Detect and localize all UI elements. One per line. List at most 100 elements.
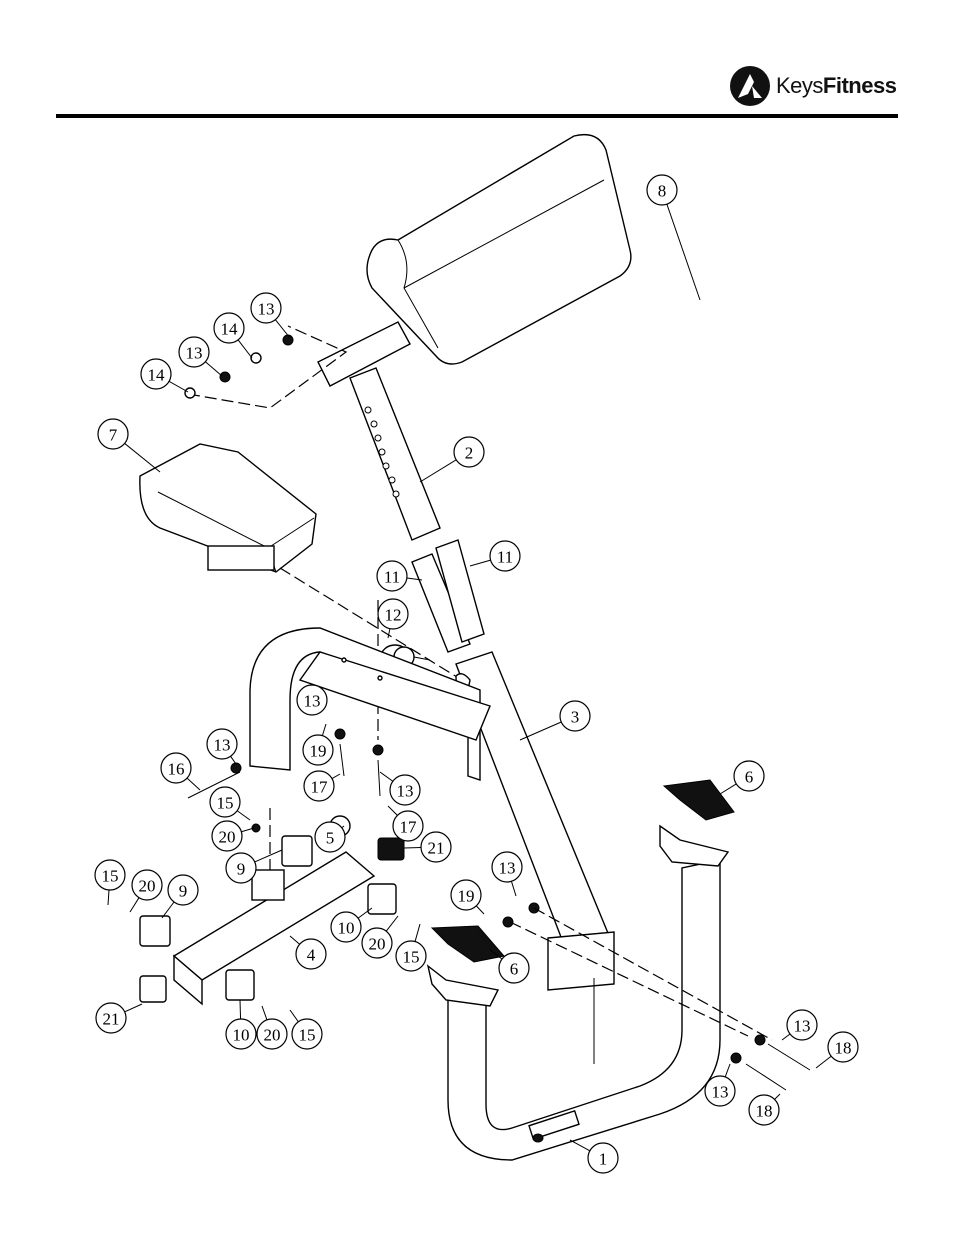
callout-part-17: 17 bbox=[388, 806, 423, 841]
callout-leader bbox=[290, 936, 300, 944]
callout-label: 18 bbox=[835, 1039, 852, 1058]
callout-leader bbox=[404, 847, 421, 848]
post-sleeve-inserts bbox=[412, 540, 484, 652]
callout-part-14: 14 bbox=[214, 313, 252, 358]
callout-leader bbox=[322, 724, 326, 736]
callout-leader bbox=[380, 772, 393, 781]
callout-part-6: 6 bbox=[490, 950, 529, 983]
arm-pad-post bbox=[350, 368, 440, 540]
callout-leader bbox=[332, 774, 340, 779]
callout-label: 2 bbox=[465, 444, 474, 463]
callout-part-1: 1 bbox=[570, 1140, 618, 1173]
callout-label: 14 bbox=[221, 320, 239, 339]
callout-part-15: 15 bbox=[396, 924, 426, 971]
callout-leader bbox=[667, 204, 700, 300]
callout-label: 13 bbox=[304, 692, 321, 711]
callout-part-17: 17 bbox=[304, 771, 340, 801]
callout-label: 15 bbox=[217, 794, 234, 813]
callout-part-6: 6 bbox=[720, 761, 764, 794]
callout-part-21: 21 bbox=[96, 1003, 142, 1033]
callout-label: 12 bbox=[385, 606, 402, 625]
callout-leader bbox=[205, 362, 222, 376]
callout-part-13: 13 bbox=[251, 293, 290, 338]
callout-part-16: 16 bbox=[161, 753, 200, 790]
callout-leader bbox=[520, 722, 561, 740]
callout-part-5: 5 bbox=[315, 822, 345, 852]
callout-part-9: 9 bbox=[162, 875, 198, 918]
callout-part-18: 18 bbox=[816, 1032, 858, 1068]
callout-label: 13 bbox=[186, 344, 203, 363]
callout-label: 21 bbox=[428, 839, 445, 858]
callout-label: 6 bbox=[745, 768, 754, 787]
callout-leader bbox=[420, 460, 456, 482]
callout-label: 10 bbox=[338, 919, 355, 938]
callout-label: 13 bbox=[214, 736, 231, 755]
callout-label: 17 bbox=[400, 818, 418, 837]
callout-label: 10 bbox=[233, 1026, 250, 1045]
callout-label: 18 bbox=[756, 1102, 773, 1121]
callout-leader bbox=[388, 629, 390, 638]
callout-part-15: 15 bbox=[290, 1010, 322, 1049]
callout-leader bbox=[125, 1004, 142, 1012]
callout-label: 20 bbox=[264, 1026, 281, 1045]
callout-part-13: 13 bbox=[782, 1010, 817, 1040]
arm-pad bbox=[318, 135, 631, 386]
callout-leader bbox=[262, 1006, 267, 1020]
callout-label: 21 bbox=[103, 1010, 120, 1029]
callout-label: 13 bbox=[258, 300, 275, 319]
callout-part-2: 2 bbox=[420, 437, 484, 482]
callout-part-12: 12 bbox=[378, 599, 408, 638]
seat-pad bbox=[140, 444, 316, 572]
callout-leader bbox=[816, 1056, 831, 1068]
callout-leader bbox=[415, 924, 420, 942]
callout-leader bbox=[231, 756, 236, 764]
callout-leader bbox=[290, 1010, 298, 1022]
callout-label: 20 bbox=[139, 877, 156, 896]
callout-part-19: 19 bbox=[303, 724, 333, 765]
callout-leader bbox=[130, 898, 139, 912]
callout-label: 13 bbox=[794, 1017, 811, 1036]
callout-leader bbox=[237, 811, 250, 820]
callout-leader bbox=[470, 560, 491, 566]
callout-part-19: 19 bbox=[451, 880, 484, 914]
callout-label: 13 bbox=[397, 782, 414, 801]
callout-part-11: 11 bbox=[470, 541, 520, 571]
callout-label: 20 bbox=[369, 935, 386, 954]
callout-leader bbox=[388, 806, 397, 815]
callout-label: 6 bbox=[510, 960, 519, 979]
callout-leader bbox=[782, 1034, 790, 1040]
callout-label: 17 bbox=[311, 778, 329, 797]
callout-leader bbox=[125, 443, 160, 472]
callout-label: 5 bbox=[326, 829, 335, 848]
callout-label: 1 bbox=[599, 1150, 608, 1169]
callout-label: 19 bbox=[458, 887, 475, 906]
callout-part-4: 4 bbox=[290, 936, 326, 969]
callout-part-15: 15 bbox=[210, 787, 250, 820]
callout-leader bbox=[775, 1094, 780, 1099]
callout-label: 8 bbox=[658, 182, 667, 201]
callout-part-20: 20 bbox=[212, 821, 254, 851]
callout-label: 11 bbox=[497, 548, 513, 567]
callout-part-13: 13 bbox=[492, 852, 522, 896]
callout-label: 11 bbox=[384, 568, 400, 587]
callout-label: 15 bbox=[403, 948, 420, 967]
callout-part-18: 18 bbox=[749, 1094, 780, 1125]
callout-label: 13 bbox=[499, 859, 516, 878]
callout-part-13: 13 bbox=[207, 729, 237, 764]
callout-leader bbox=[476, 906, 484, 914]
callout-label: 3 bbox=[571, 708, 580, 727]
callout-label: 7 bbox=[109, 426, 118, 445]
rear-frame-loop bbox=[250, 628, 490, 780]
callout-leader bbox=[386, 916, 398, 931]
callout-label: 9 bbox=[179, 882, 188, 901]
callout-part-13: 13 bbox=[380, 772, 420, 805]
callout-part-20: 20 bbox=[130, 870, 162, 912]
callout-leader bbox=[725, 1064, 730, 1077]
callout-part-20: 20 bbox=[362, 916, 398, 958]
callout-part-13: 13 bbox=[297, 685, 327, 715]
callout-part-10: 10 bbox=[226, 1000, 256, 1049]
callout-part-14: 14 bbox=[141, 359, 188, 392]
callout-leader bbox=[108, 890, 109, 905]
callout-label: 15 bbox=[299, 1026, 316, 1045]
callout-part-8: 8 bbox=[647, 175, 700, 300]
